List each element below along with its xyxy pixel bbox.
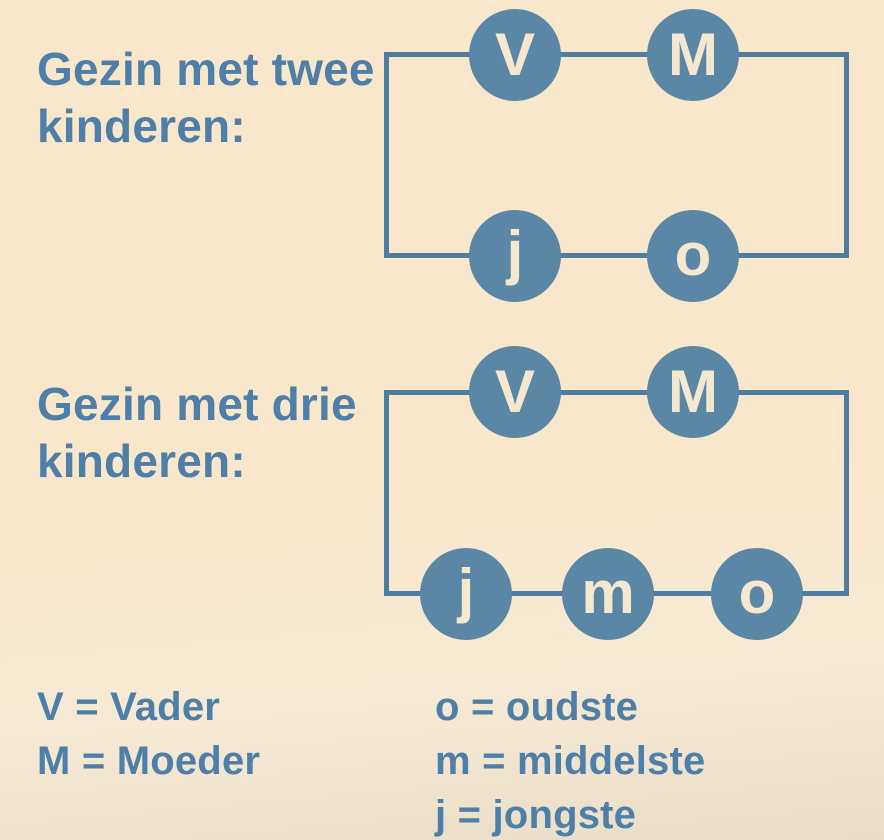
node-mother-circle: M [647,346,739,438]
title-family-two-children: Gezin met twee kinderen: [37,41,375,155]
legend-parents: V = Vader M = Moeder [37,680,260,788]
legend-item-mother: M = Moeder [37,739,261,783]
legend-item-oldest: o = oudste [435,685,639,729]
family-two-rectangle-connector [384,52,849,258]
node-youngest-circle: j [420,548,512,640]
node-father-circle: V [469,9,561,101]
node-youngest-label: j [506,219,524,286]
node-middle-circle: m [562,548,654,640]
node-father-label: V [494,21,536,88]
title-line: kinderen: [37,435,246,487]
node-oldest-label: o [674,221,712,288]
title-line: Gezin met drie [37,378,357,430]
node-oldest-circle: o [647,210,739,302]
title-family-three-children: Gezin met drie kinderen: [37,376,357,490]
legend-item-middle: m = middelste [435,739,706,783]
node-youngest-label: j [457,557,475,624]
node-mother-label: M [668,358,718,425]
node-youngest-circle: j [469,210,561,302]
legend-children: o = oudste m = middelste j = jongste [435,680,705,840]
legend-item-youngest: j = jongste [435,793,637,837]
title-line: Gezin met twee [37,43,375,95]
node-middle-label: m [581,559,635,626]
legend-item-father: V = Vader [37,685,221,729]
node-oldest-label: o [738,559,776,626]
node-oldest-circle: o [711,548,803,640]
node-father-circle: V [469,346,561,438]
node-mother-label: M [668,21,718,88]
node-father-label: V [494,358,536,425]
title-line: kinderen: [37,100,246,152]
node-mother-circle: M [647,9,739,101]
